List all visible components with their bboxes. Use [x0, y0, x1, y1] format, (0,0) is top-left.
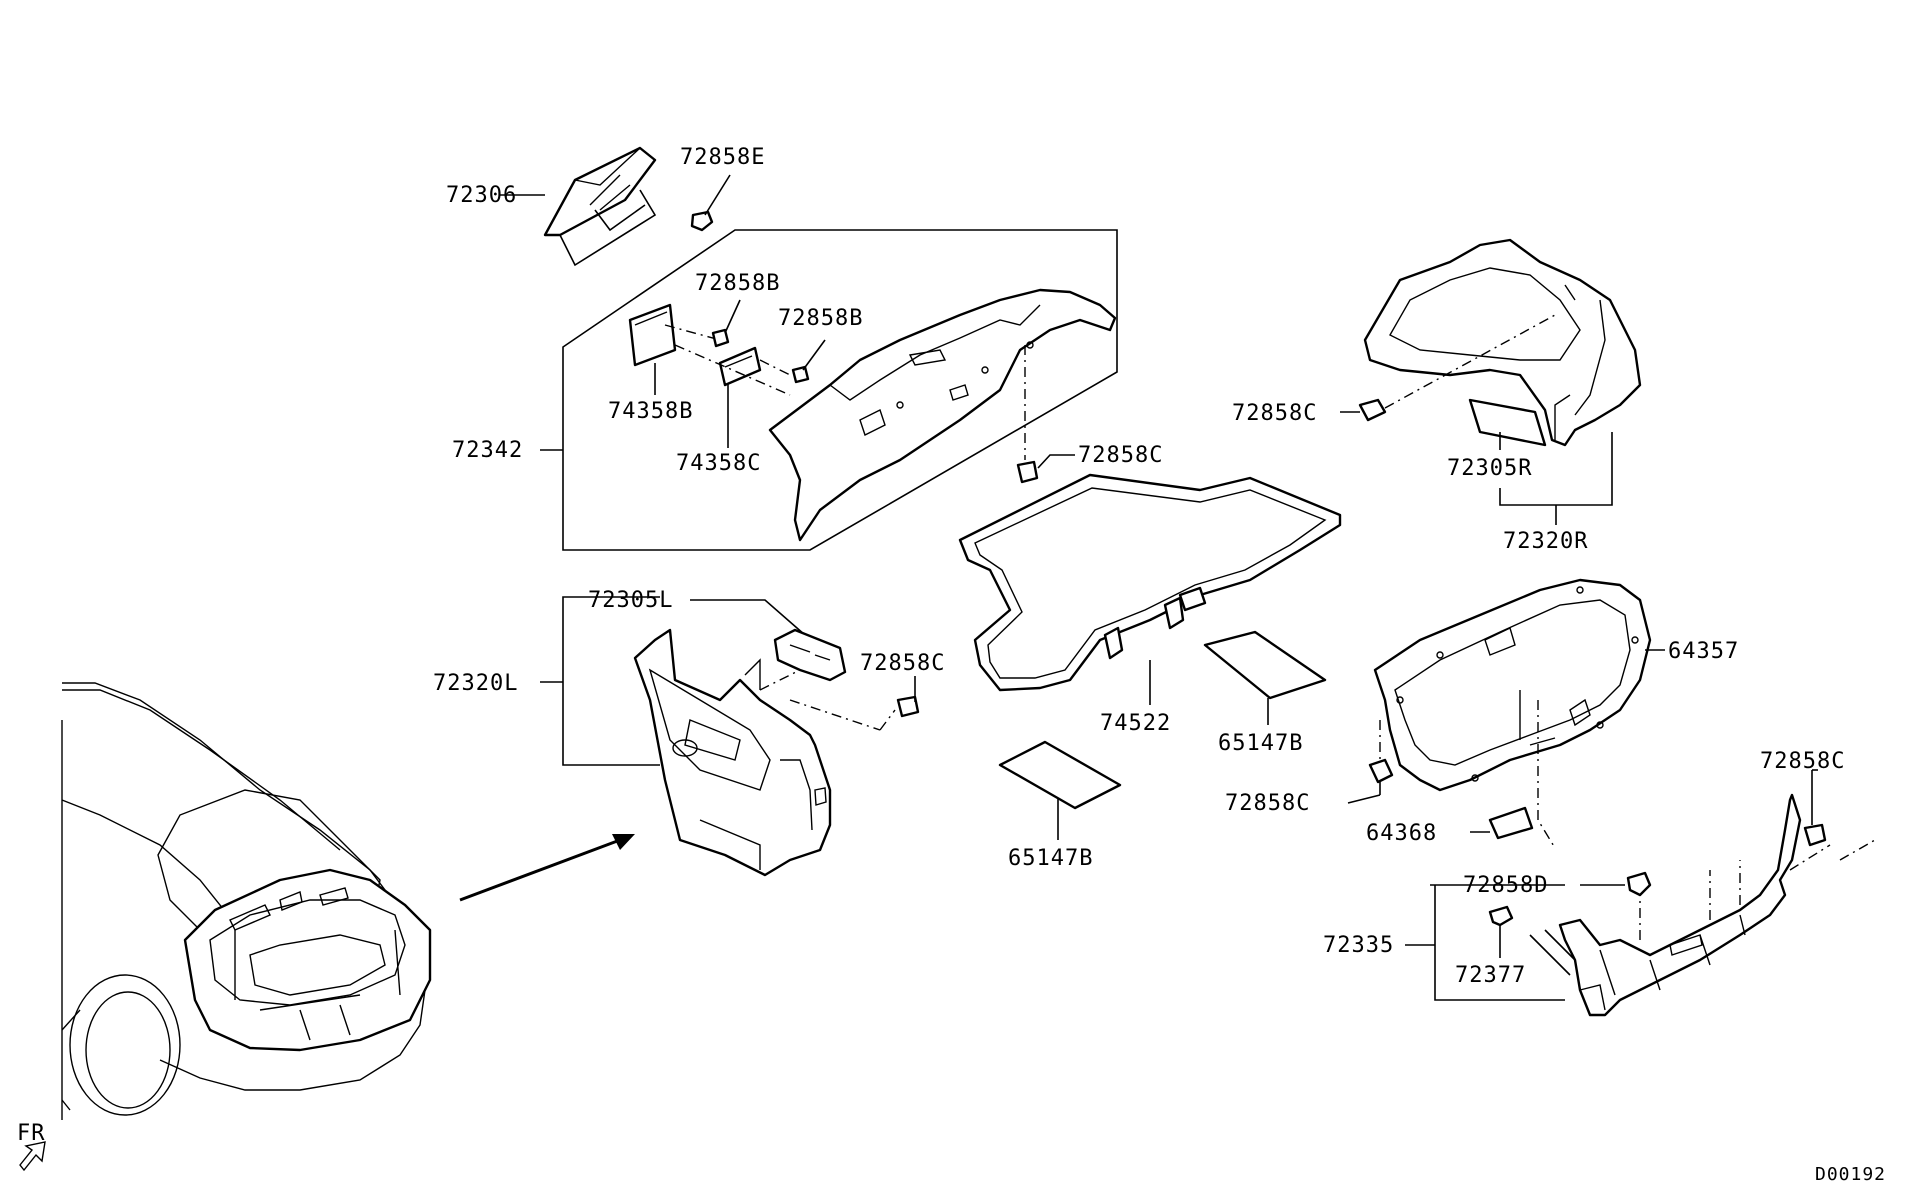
part-74358B — [628, 303, 677, 367]
part-72335 — [1558, 793, 1802, 1017]
label-72305L: 72305L — [588, 588, 673, 613]
label-72858B-1: 72858B — [695, 271, 780, 296]
clip-72858C-1 — [1016, 460, 1039, 484]
label-74358B: 74358B — [608, 399, 693, 424]
clip-72858C-4 — [1368, 758, 1394, 784]
label-64357: 64357 — [1668, 639, 1739, 664]
direction-arrow — [459, 834, 635, 902]
label-65147B-1: 65147B — [1218, 731, 1303, 756]
part-74522-mat — [958, 473, 1342, 692]
part-64357 — [1373, 578, 1652, 792]
label-72342: 72342 — [452, 438, 523, 463]
diagram-code: D00192 — [1815, 1164, 1886, 1185]
label-74522: 74522 — [1100, 711, 1171, 736]
label-72858C-1: 72858C — [1078, 443, 1163, 468]
part-72320R — [1363, 238, 1642, 447]
clip-72858E — [690, 210, 714, 232]
part-72320L — [633, 628, 832, 877]
bracket-72320L — [562, 596, 660, 766]
front-label: FR — [17, 1121, 46, 1146]
part-72306 — [543, 146, 657, 267]
clip-72858D — [1626, 871, 1652, 897]
label-72858C-5: 72858C — [1760, 749, 1845, 774]
vehicle-locator-view — [61, 682, 432, 1120]
label-72377: 72377 — [1455, 963, 1526, 988]
label-72306: 72306 — [446, 183, 517, 208]
label-72320L: 72320L — [433, 671, 518, 696]
label-72335: 72335 — [1323, 933, 1394, 958]
clip-72858C-3 — [896, 695, 920, 718]
label-72858C-2: 72858C — [1232, 401, 1317, 426]
part-72305R — [1468, 398, 1547, 447]
part-72305L — [773, 628, 847, 682]
front-direction-icon — [19, 1141, 46, 1172]
label-65147B-2: 65147B — [1008, 846, 1093, 871]
label-72858D: 72858D — [1463, 873, 1548, 898]
part-74358C — [718, 346, 762, 387]
label-72858C-3: 72858C — [860, 651, 945, 676]
clip-72858B-2 — [791, 365, 810, 384]
label-72305R: 72305R — [1447, 456, 1532, 481]
label-64368: 64368 — [1366, 821, 1437, 846]
part-65147B-1 — [1203, 630, 1327, 700]
clip-72858C-5 — [1803, 823, 1827, 847]
bracket-72335 — [1430, 884, 1565, 1001]
clip-72858C-2 — [1358, 398, 1387, 422]
part-65147B-2 — [998, 740, 1122, 810]
label-72858C-4: 72858C — [1225, 791, 1310, 816]
label-72320R: 72320R — [1503, 529, 1588, 554]
part-72342-panel — [768, 288, 1117, 542]
label-74358C: 74358C — [676, 451, 761, 476]
clip-72377 — [1488, 905, 1514, 927]
group-frame-72342 — [562, 229, 1118, 551]
label-72858E: 72858E — [680, 145, 765, 170]
clip-72858B-1 — [711, 328, 730, 348]
label-72858B-2: 72858B — [778, 306, 863, 331]
part-64368 — [1488, 806, 1534, 840]
